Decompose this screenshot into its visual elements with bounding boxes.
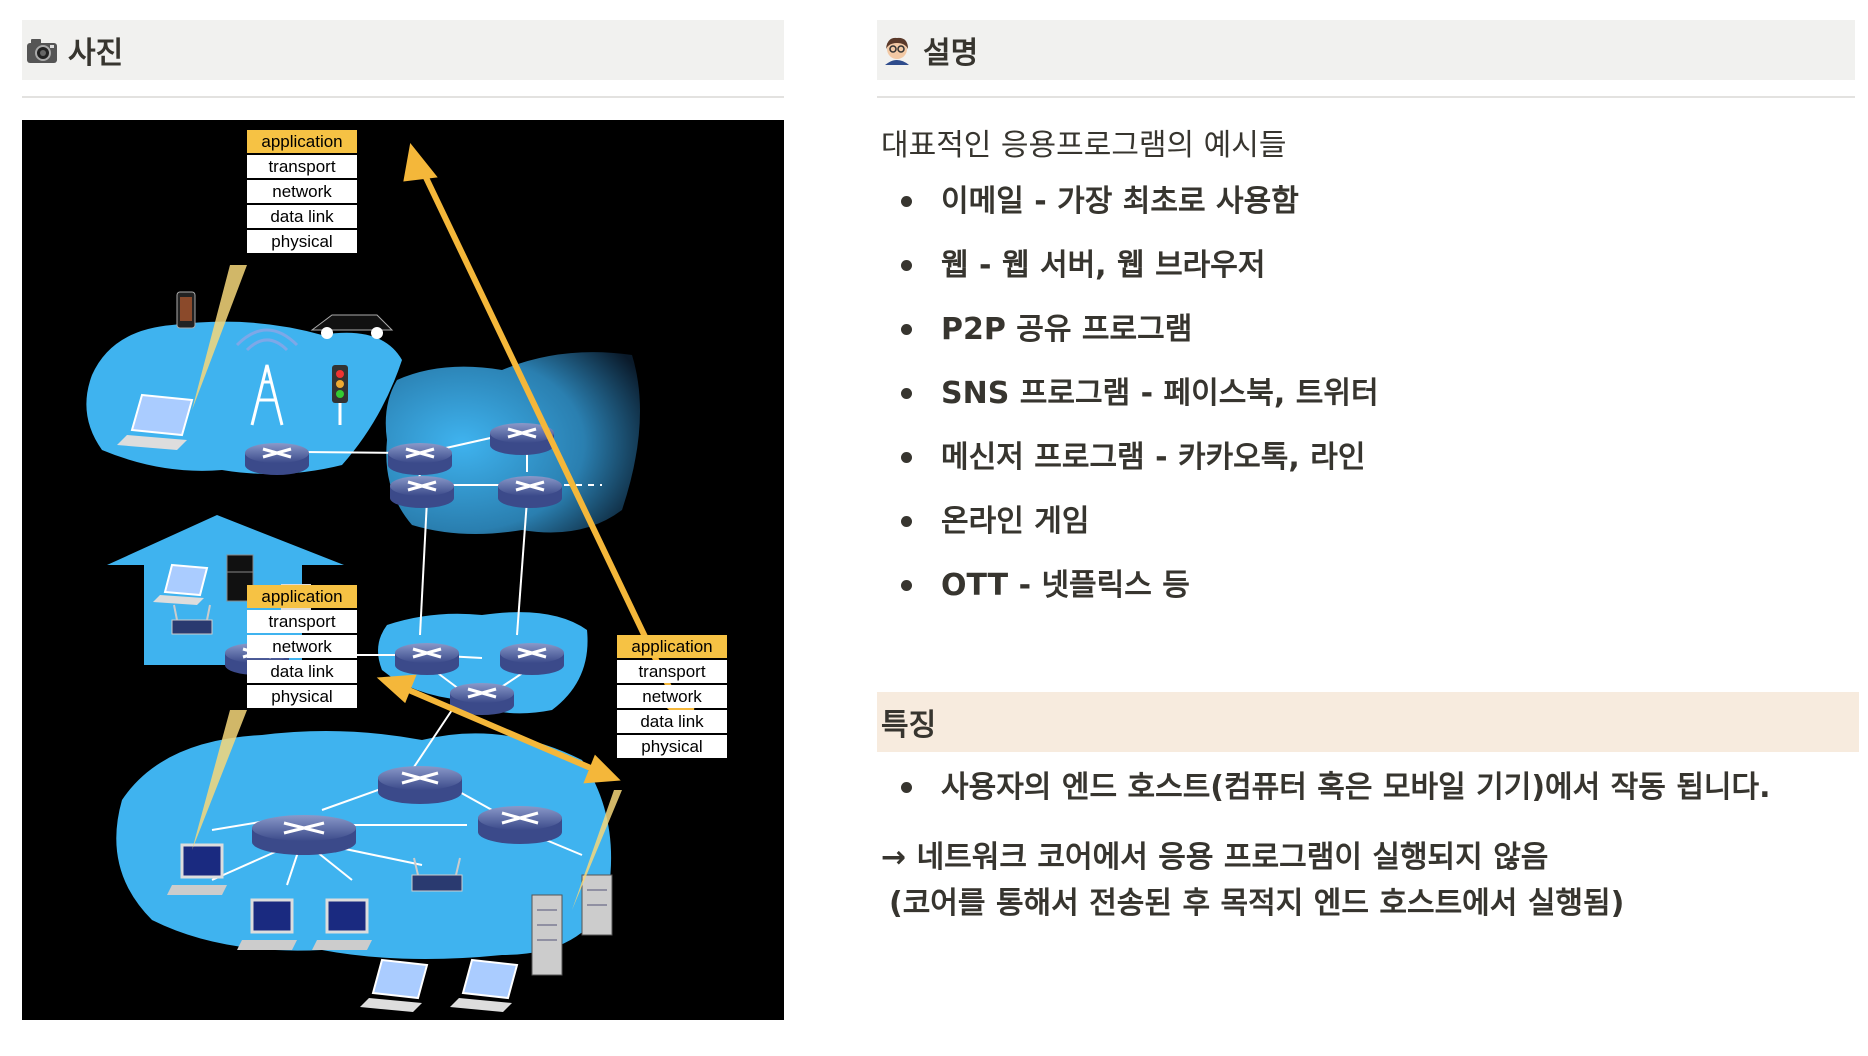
description-divider bbox=[877, 96, 1855, 98]
bullet-dot bbox=[901, 580, 912, 591]
protocol-stack: application transport network data link phys… bbox=[617, 635, 727, 758]
server-icon bbox=[532, 895, 562, 975]
photo-divider bbox=[22, 96, 784, 98]
laptop-icon bbox=[360, 960, 427, 1012]
list-item-text: 이메일 - 가장 최초로 사용함 bbox=[941, 184, 1299, 219]
stack-layer-label: data link bbox=[270, 207, 334, 226]
list-item: 웹 - 웹 서버, 웹 브라우저 bbox=[901, 246, 1379, 310]
list-item-text: 메신저 프로그램 - 카카오톡, 라인 bbox=[941, 440, 1365, 475]
list-item: 메신저 프로그램 - 카카오톡, 라인 bbox=[901, 438, 1379, 502]
stack-layer-label: network bbox=[272, 182, 332, 201]
list-item: 온라인 게임 bbox=[901, 502, 1379, 566]
bullet-dot bbox=[901, 260, 912, 271]
router bbox=[498, 476, 562, 508]
stack-layer-label: physical bbox=[271, 232, 332, 251]
router bbox=[395, 643, 459, 675]
photo-section-title: 사진 bbox=[68, 28, 123, 72]
list-item: SNS 프로그램 - 페이스북, 트위터 bbox=[901, 374, 1379, 438]
note-line-2: (코어를 통해서 전송된 후 목적지 엔드 호스트에서 실행됨) bbox=[889, 878, 1624, 922]
list-item: OTT - 넷플릭스 등 bbox=[901, 566, 1379, 630]
description-section-title: 설명 bbox=[923, 28, 978, 72]
router bbox=[390, 476, 454, 508]
list-item: 이메일 - 가장 최초로 사용함 bbox=[901, 182, 1379, 246]
router bbox=[252, 815, 356, 855]
camera-icon bbox=[26, 35, 58, 65]
laptop-icon bbox=[450, 960, 517, 1012]
photo-column: 사진 bbox=[22, 20, 784, 98]
bullet-dot bbox=[901, 516, 912, 527]
bullet-dot bbox=[901, 388, 912, 399]
feature-list-item-text: 사용자의 엔드 호스트(컴퓨터 혹은 모바일 기기)에서 작동 됩니다. bbox=[941, 770, 1771, 805]
list-item-text: P2P 공유 프로그램 bbox=[941, 312, 1192, 347]
server-icon bbox=[582, 875, 612, 935]
list-item-text: 웹 - 웹 서버, 웹 브라우저 bbox=[941, 248, 1265, 283]
stack-layer-label: physical bbox=[641, 737, 702, 756]
smartphone-icon bbox=[177, 292, 195, 328]
bullet-dot bbox=[901, 324, 912, 335]
features-header: 특징 bbox=[877, 692, 1859, 752]
router bbox=[378, 766, 462, 804]
stack-layer-label: application bbox=[261, 132, 342, 151]
stack-layer-label: transport bbox=[268, 157, 335, 176]
stack-layer-label: network bbox=[642, 687, 702, 706]
protocol-stack: application transport network data link phys… bbox=[247, 585, 357, 708]
examples-list: 이메일 - 가장 최초로 사용함 웹 - 웹 서버, 웹 브라우저 P2P 공유… bbox=[901, 182, 1379, 630]
bullet-dot bbox=[901, 452, 912, 463]
mobile-network-cloud bbox=[86, 322, 402, 474]
list-item-text: OTT - 넷플릭스 등 bbox=[941, 568, 1190, 603]
network-diagram-svg: application transport network data link phys… bbox=[22, 120, 784, 1020]
feature-list-item: 사용자의 엔드 호스트(컴퓨터 혹은 모바일 기기)에서 작동 됩니다. bbox=[901, 768, 1771, 808]
list-item-text: SNS 프로그램 - 페이스북, 트위터 bbox=[941, 376, 1379, 411]
stack-layer-label: physical bbox=[271, 687, 332, 706]
stack-layer-label: application bbox=[261, 587, 342, 606]
student-emoji-icon bbox=[881, 35, 913, 65]
router bbox=[478, 806, 562, 844]
router bbox=[500, 643, 564, 675]
note-line-1: → 네트워크 코어에서 응용 프로그램이 실행되지 않음 bbox=[881, 832, 1548, 876]
stack-layer-label: network bbox=[272, 637, 332, 656]
stack-layer-label: data link bbox=[640, 712, 704, 731]
list-item: P2P 공유 프로그램 bbox=[901, 310, 1379, 374]
protocol-stack: application transport network data link phys… bbox=[247, 130, 357, 253]
stack-layer-label: transport bbox=[268, 612, 335, 631]
bullet-dot bbox=[901, 196, 912, 207]
intro-text: 대표적인 응용프로그램의 예시들 bbox=[881, 120, 1286, 164]
description-section-header: 설명 bbox=[877, 20, 1855, 80]
network-diagram: application transport network data link phys… bbox=[22, 120, 784, 1020]
stack-layer-label: data link bbox=[270, 662, 334, 681]
stack-layer-label: application bbox=[631, 637, 712, 656]
list-item-text: 온라인 게임 bbox=[941, 504, 1089, 539]
photo-section-header: 사진 bbox=[22, 20, 784, 80]
description-column: 설명 대표적인 응용프로그램의 예시들 이메일 - 가장 최초로 사용함 웹 -… bbox=[877, 20, 1855, 98]
router bbox=[245, 443, 309, 475]
router bbox=[388, 443, 452, 475]
bullet-dot bbox=[901, 782, 912, 793]
stack-layer-label: transport bbox=[638, 662, 705, 681]
